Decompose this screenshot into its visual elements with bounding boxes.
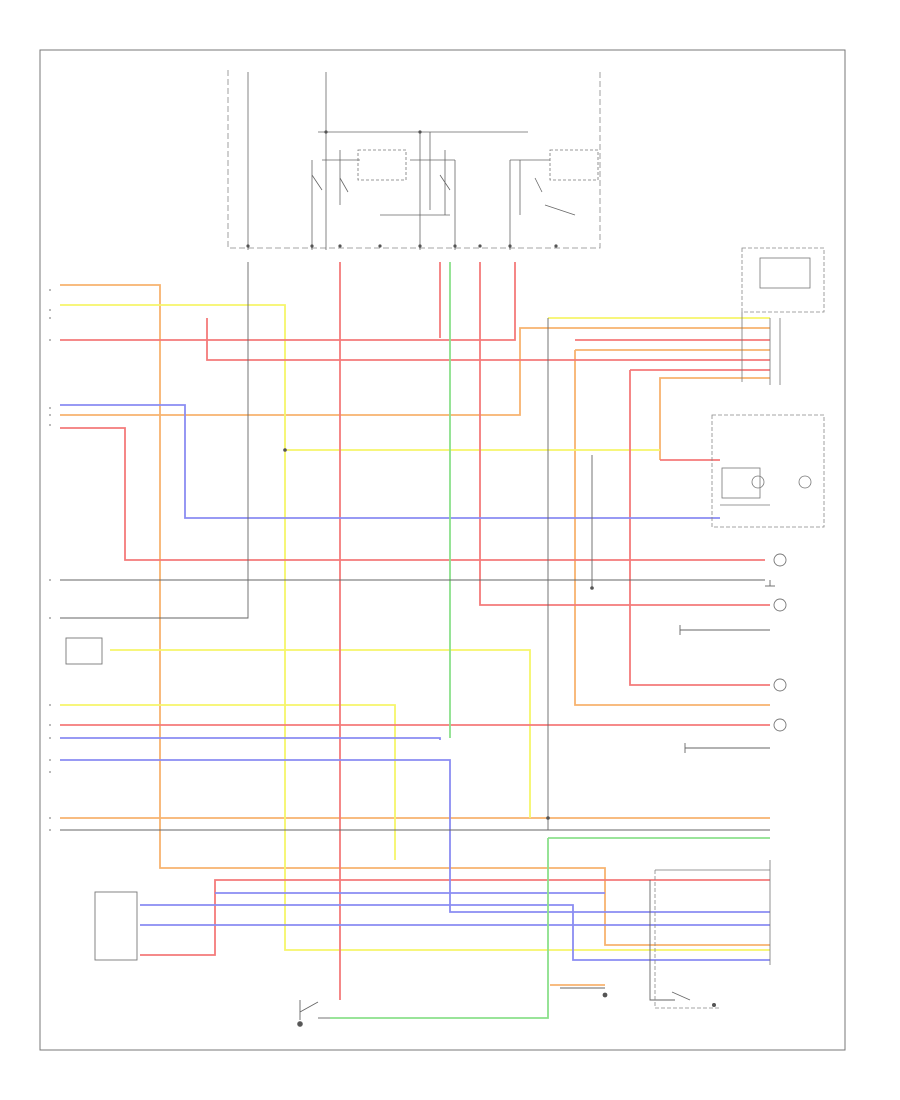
wires-green [330,262,770,1019]
fuse-relay-box [227,70,601,250]
component-top-right [741,247,825,382]
lamp-icons [773,553,787,732]
component-mid-right [711,414,825,528]
wires-blue [60,404,770,961]
connector-right-column [769,318,781,385]
relay-1 [357,149,407,181]
sensor-bottom-right [654,860,771,1009]
lamp-icon [773,598,787,612]
lamp-icon [773,553,787,567]
module-bottom-left [94,891,138,961]
lamp-icon [773,678,787,692]
left-connector-box [65,637,103,665]
left-pin-markers [49,289,51,831]
wires-orange [60,284,770,986]
wires-black [60,262,770,1001]
wires-red [60,262,770,1000]
wire-junctions [283,448,608,998]
diagram-frame [39,49,846,1051]
switch-bottom-center [297,1000,330,1027]
ground-icons [679,580,775,753]
lamp-icon [773,718,787,732]
relay-2 [549,149,599,181]
wires-yellow [60,304,770,951]
